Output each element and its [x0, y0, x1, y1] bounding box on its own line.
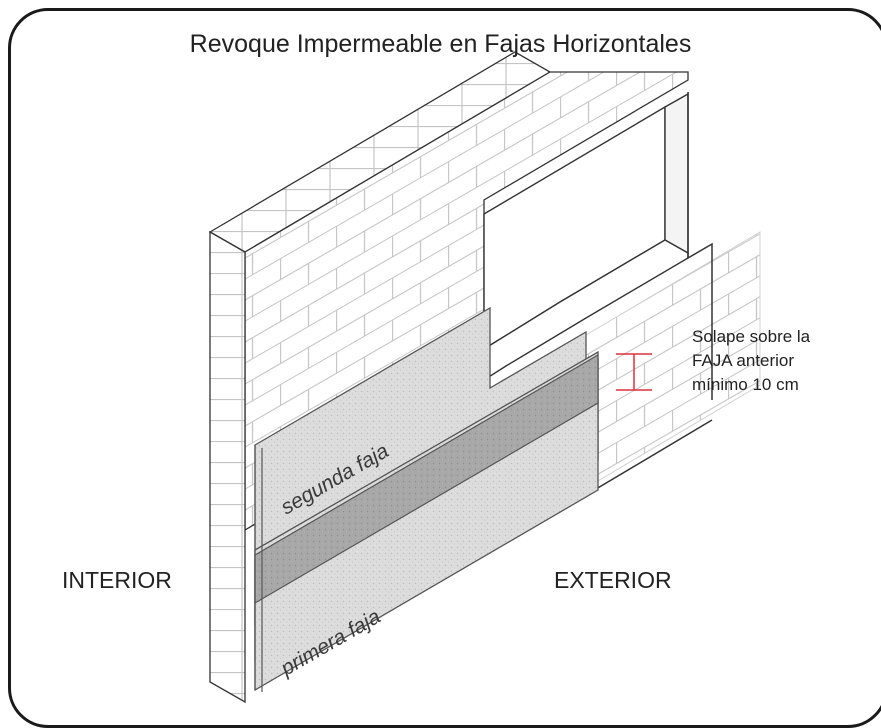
wall-end-face	[209, 230, 246, 704]
window-jamb-lines	[687, 92, 713, 400]
overlap-note-line3: mínimo 10 cm	[692, 375, 799, 394]
overlap-note-line2: FAJA anterior	[692, 351, 795, 370]
overlap-note-line1: Solape sobre la	[692, 327, 811, 346]
overlap-note: Solape sobre la FAJA anterior mínimo 10 …	[692, 325, 810, 397]
exterior-label: EXTERIOR	[554, 567, 672, 593]
diagram-title: Revoque Impermeable en Fajas Horizontale…	[189, 30, 692, 58]
band-edge-lines	[254, 445, 263, 692]
wall-diagram: segunda faja primera faja	[208, 51, 761, 704]
interior-label: INTERIOR	[62, 567, 172, 593]
overlap-dimension-marker	[616, 353, 652, 391]
wall-base-line	[585, 419, 713, 496]
window-reveal	[664, 92, 689, 255]
